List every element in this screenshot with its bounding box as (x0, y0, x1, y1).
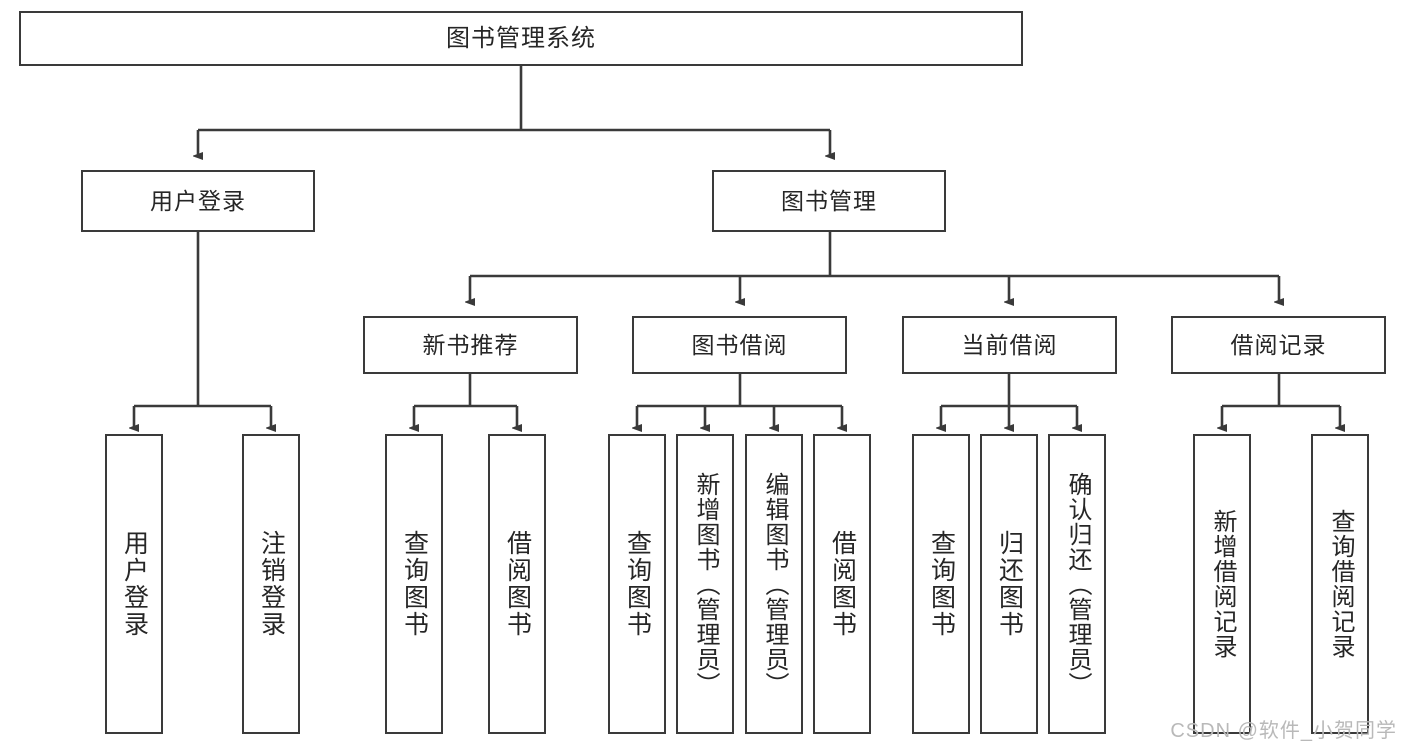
leaf-current-borrow-query[interactable]: 查询图书 (912, 434, 970, 734)
node-label: 新增图书（管理员） (691, 471, 719, 697)
node-label: 用户登录 (120, 530, 149, 638)
leaf-new-book-borrow[interactable]: 借阅图书 (488, 434, 546, 734)
leaf-borrow-record-query[interactable]: 查询借阅记录 (1311, 434, 1369, 734)
leaf-book-borrow-borrow[interactable]: 借阅图书 (813, 434, 871, 734)
node-book-management[interactable]: 图书管理 (712, 170, 946, 232)
node-label: 编辑图书（管理员） (760, 471, 788, 697)
node-label: 当前借阅 (961, 331, 1058, 358)
leaf-user-login-logout[interactable]: 注销登录 (242, 434, 300, 734)
leaf-current-borrow-confirm-return[interactable]: 确认归还（管理员） (1048, 434, 1106, 734)
node-label: 查询图书 (400, 530, 429, 638)
node-label: 查询图书 (623, 530, 652, 638)
node-label: 图书管理 (781, 187, 877, 214)
node-label: 确认归还（管理员） (1063, 471, 1091, 697)
node-label: 注销登录 (257, 530, 286, 638)
node-user-login[interactable]: 用户登录 (81, 170, 315, 232)
leaf-current-borrow-return[interactable]: 归还图书 (980, 434, 1038, 734)
node-borrow-record[interactable]: 借阅记录 (1171, 316, 1386, 374)
node-label: 借阅图书 (828, 530, 857, 638)
node-label: 借阅记录 (1230, 331, 1327, 358)
node-label: 新书推荐 (422, 331, 519, 358)
node-label: 归还图书 (995, 530, 1024, 638)
leaf-book-borrow-edit[interactable]: 编辑图书（管理员） (745, 434, 803, 734)
node-label: 查询借阅记录 (1326, 509, 1354, 659)
node-label: 图书借阅 (691, 331, 788, 358)
leaf-new-book-query[interactable]: 查询图书 (385, 434, 443, 734)
node-label: 图书管理系统 (446, 24, 596, 52)
node-label: 新增借阅记录 (1208, 509, 1236, 659)
node-new-book-recommend[interactable]: 新书推荐 (363, 316, 578, 374)
leaf-borrow-record-add[interactable]: 新增借阅记录 (1193, 434, 1251, 734)
watermark: CSDN @软件_小贺同学 (1170, 720, 1397, 742)
node-book-borrow[interactable]: 图书借阅 (632, 316, 847, 374)
leaf-book-borrow-query[interactable]: 查询图书 (608, 434, 666, 734)
node-label: 借阅图书 (503, 530, 532, 638)
leaf-book-borrow-add[interactable]: 新增图书（管理员） (676, 434, 734, 734)
node-label: 查询图书 (927, 530, 956, 638)
leaf-user-login-login[interactable]: 用户登录 (105, 434, 163, 734)
node-root-book-management-system[interactable]: 图书管理系统 (19, 11, 1023, 66)
node-label: 用户登录 (150, 187, 246, 214)
node-current-borrow[interactable]: 当前借阅 (902, 316, 1117, 374)
